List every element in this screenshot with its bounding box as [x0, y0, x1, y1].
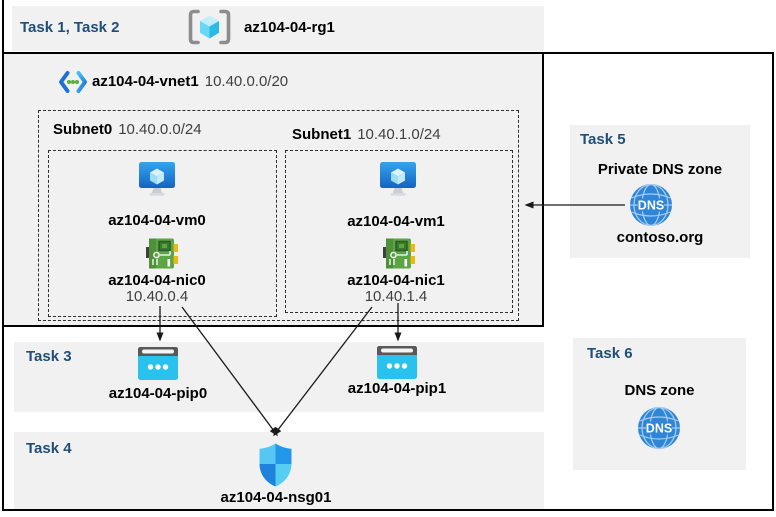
dns-globe-icon: DNS	[638, 406, 680, 450]
nic-icon	[383, 238, 415, 269]
frame-left-edge	[2, 0, 4, 54]
dns-icon-text: DNS	[646, 422, 672, 436]
dns-globe-icon: DNS	[630, 183, 672, 227]
private-dns-zone-name: contoso.org	[616, 229, 704, 246]
vnet-title: az104-04-vnet1 10.40.0.0/20	[92, 73, 288, 90]
task12-label: Task 1, Task 2	[20, 19, 120, 36]
vm0-name: az104-04-vm0	[108, 212, 206, 229]
task5-label: Task 5	[580, 131, 626, 148]
task12-band	[12, 6, 544, 51]
nic0-name: az104-04-nic0	[108, 272, 206, 289]
resource-group-name: az104-04-rg1	[244, 19, 335, 36]
vnet-cidr: 10.40.0.0/20	[204, 73, 289, 90]
subnet1-inner-box	[285, 150, 513, 313]
nic1-ip: 10.40.1.4	[364, 288, 428, 305]
nic1-name: az104-04-nic1	[347, 272, 445, 289]
task6-label: Task 6	[587, 345, 633, 362]
vm1-name: az104-04-vm1	[347, 213, 445, 230]
dns-icon-text: DNS	[638, 199, 664, 213]
task3-label: Task 3	[26, 348, 72, 365]
dns-zone-title: DNS zone	[624, 382, 695, 399]
vnet-icon	[59, 71, 87, 93]
subnet0-inner-box	[48, 150, 277, 317]
public-ip-icon	[377, 346, 417, 379]
pip0-name: az104-04-pip0	[108, 385, 208, 402]
subnet0-label: Subnet0 10.40.0.0/24	[53, 121, 202, 138]
nic-icon	[146, 238, 178, 269]
public-ip-icon	[138, 347, 178, 380]
subnet1-label: Subnet1 10.40.1.0/24	[292, 126, 441, 143]
resource-group-icon	[188, 9, 231, 45]
vm-icon	[139, 162, 175, 196]
private-dns-zone-title: Private DNS zone	[597, 161, 723, 178]
subnet1-name: Subnet1	[292, 126, 352, 143]
subnet0-name: Subnet0	[53, 121, 113, 138]
subnet0-cidr: 10.40.0.0/24	[118, 121, 202, 138]
vnet-name: az104-04-vnet1	[92, 73, 199, 90]
task4-label: Task 4	[26, 440, 72, 457]
pip1-name: az104-04-pip1	[347, 380, 447, 397]
nic0-ip: 10.40.0.4	[125, 288, 189, 305]
nsg-name: az104-04-nsg01	[220, 489, 332, 506]
nsg-shield-icon	[259, 443, 292, 487]
vm-icon	[380, 162, 416, 196]
subnet1-cidr: 10.40.1.0/24	[357, 126, 441, 143]
vnet-box	[2, 52, 544, 327]
